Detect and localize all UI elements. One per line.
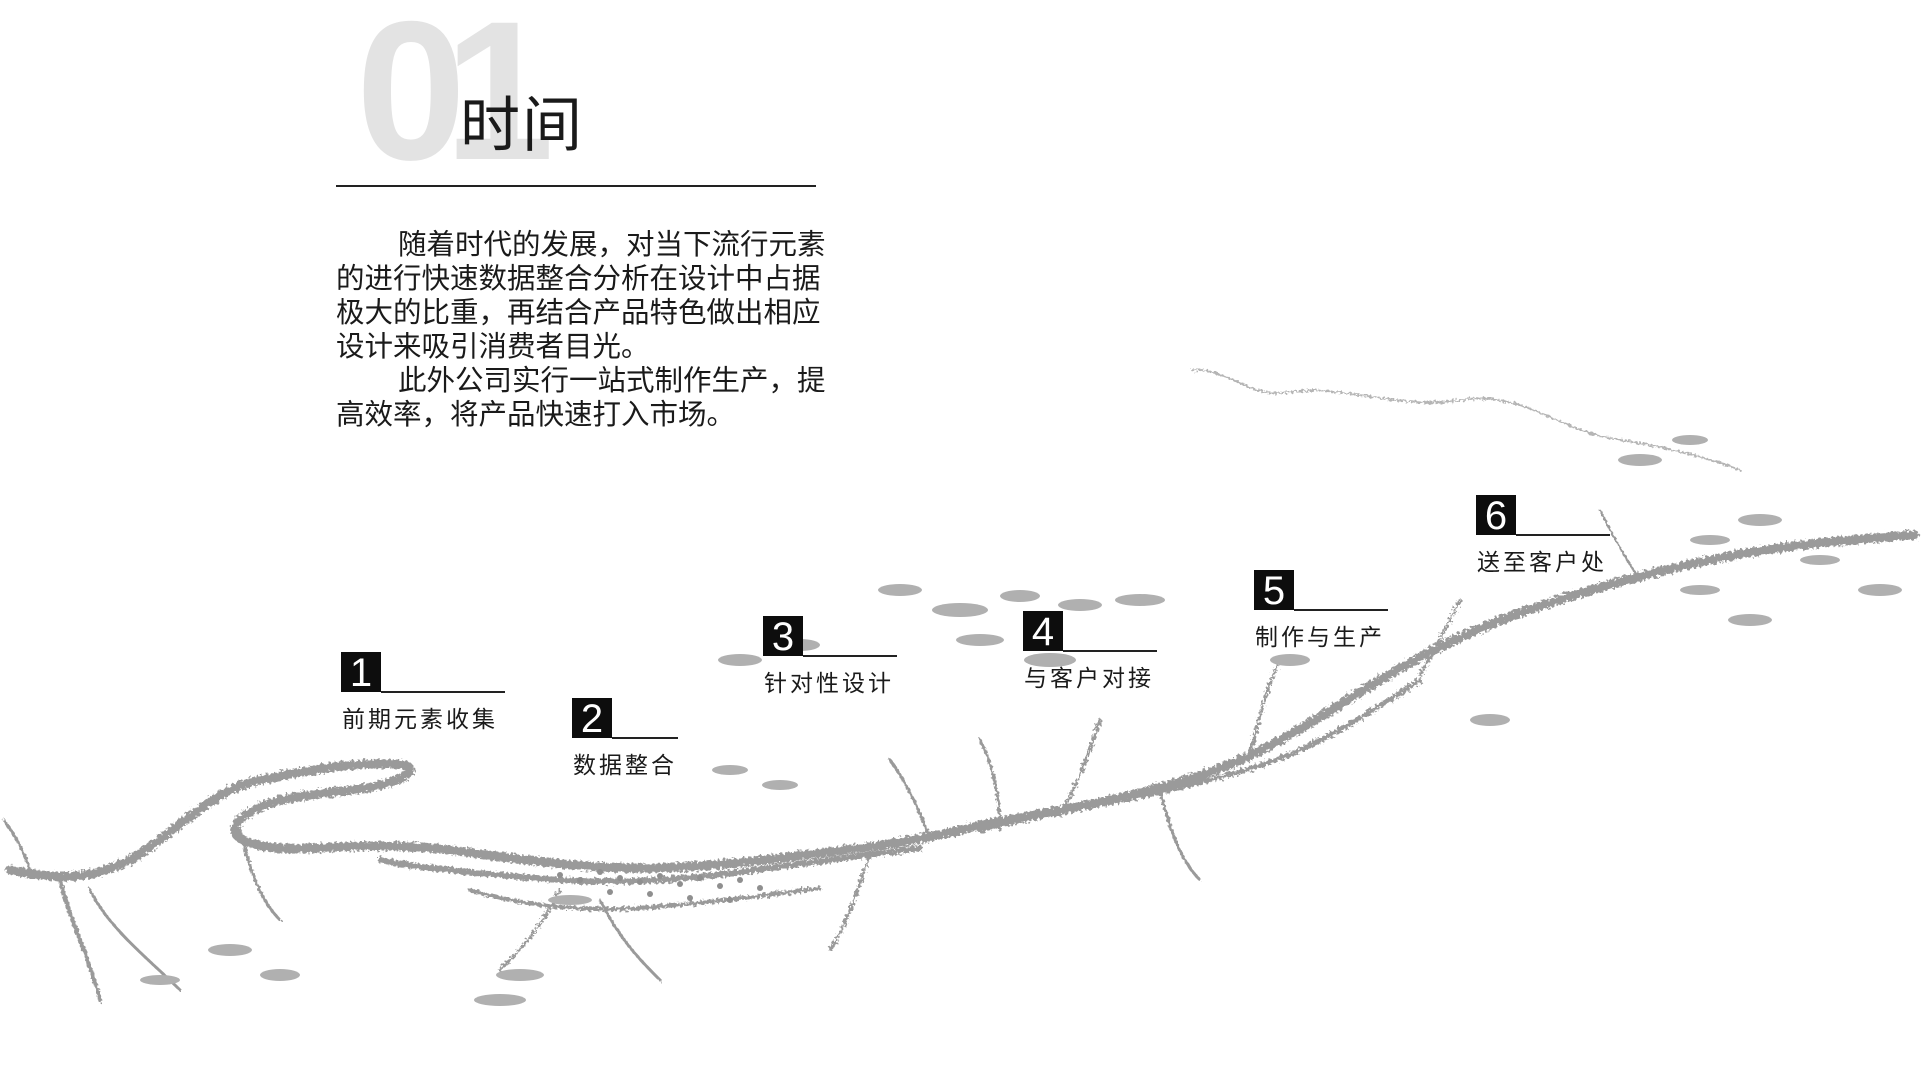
- step-label: 数据整合: [573, 753, 677, 779]
- step-number-badge: 6: [1476, 495, 1516, 537]
- section-number-watermark: 01: [356, 0, 554, 201]
- intro-text: 随着时代的发展，对当下流行元素的进行快速数据整合分析在设计中占据极大的比重，再结…: [336, 228, 826, 432]
- step-label: 前期元素收集: [342, 707, 498, 733]
- step-label: 针对性设计: [764, 671, 894, 697]
- step-number-badge: 2: [572, 698, 612, 740]
- step-label: 与客户对接: [1024, 666, 1154, 692]
- step-underline: [1063, 650, 1157, 652]
- step-underline: [612, 737, 678, 739]
- step-number-badge: 4: [1023, 611, 1063, 653]
- step-label: 送至客户处: [1477, 550, 1607, 576]
- intro-paragraph-1: 随着时代的发展，对当下流行元素的进行快速数据整合分析在设计中占据极大的比重，再结…: [336, 228, 826, 363]
- intro-paragraph-2: 此外公司实行一站式制作生产，提高效率，将产品快速打入市场。: [336, 364, 826, 431]
- step-underline: [381, 691, 505, 693]
- step-number-badge: 1: [341, 652, 381, 694]
- step-number-badge: 3: [763, 616, 803, 658]
- step-number-badge: 5: [1254, 570, 1294, 612]
- step-label: 制作与生产: [1255, 625, 1385, 651]
- step-underline: [1294, 609, 1388, 611]
- river-landscape-illustration: [2, 368, 1920, 1006]
- section-title: 时间: [460, 91, 584, 161]
- step-underline: [1516, 534, 1610, 536]
- title-divider: [336, 185, 816, 187]
- step-underline: [803, 655, 897, 657]
